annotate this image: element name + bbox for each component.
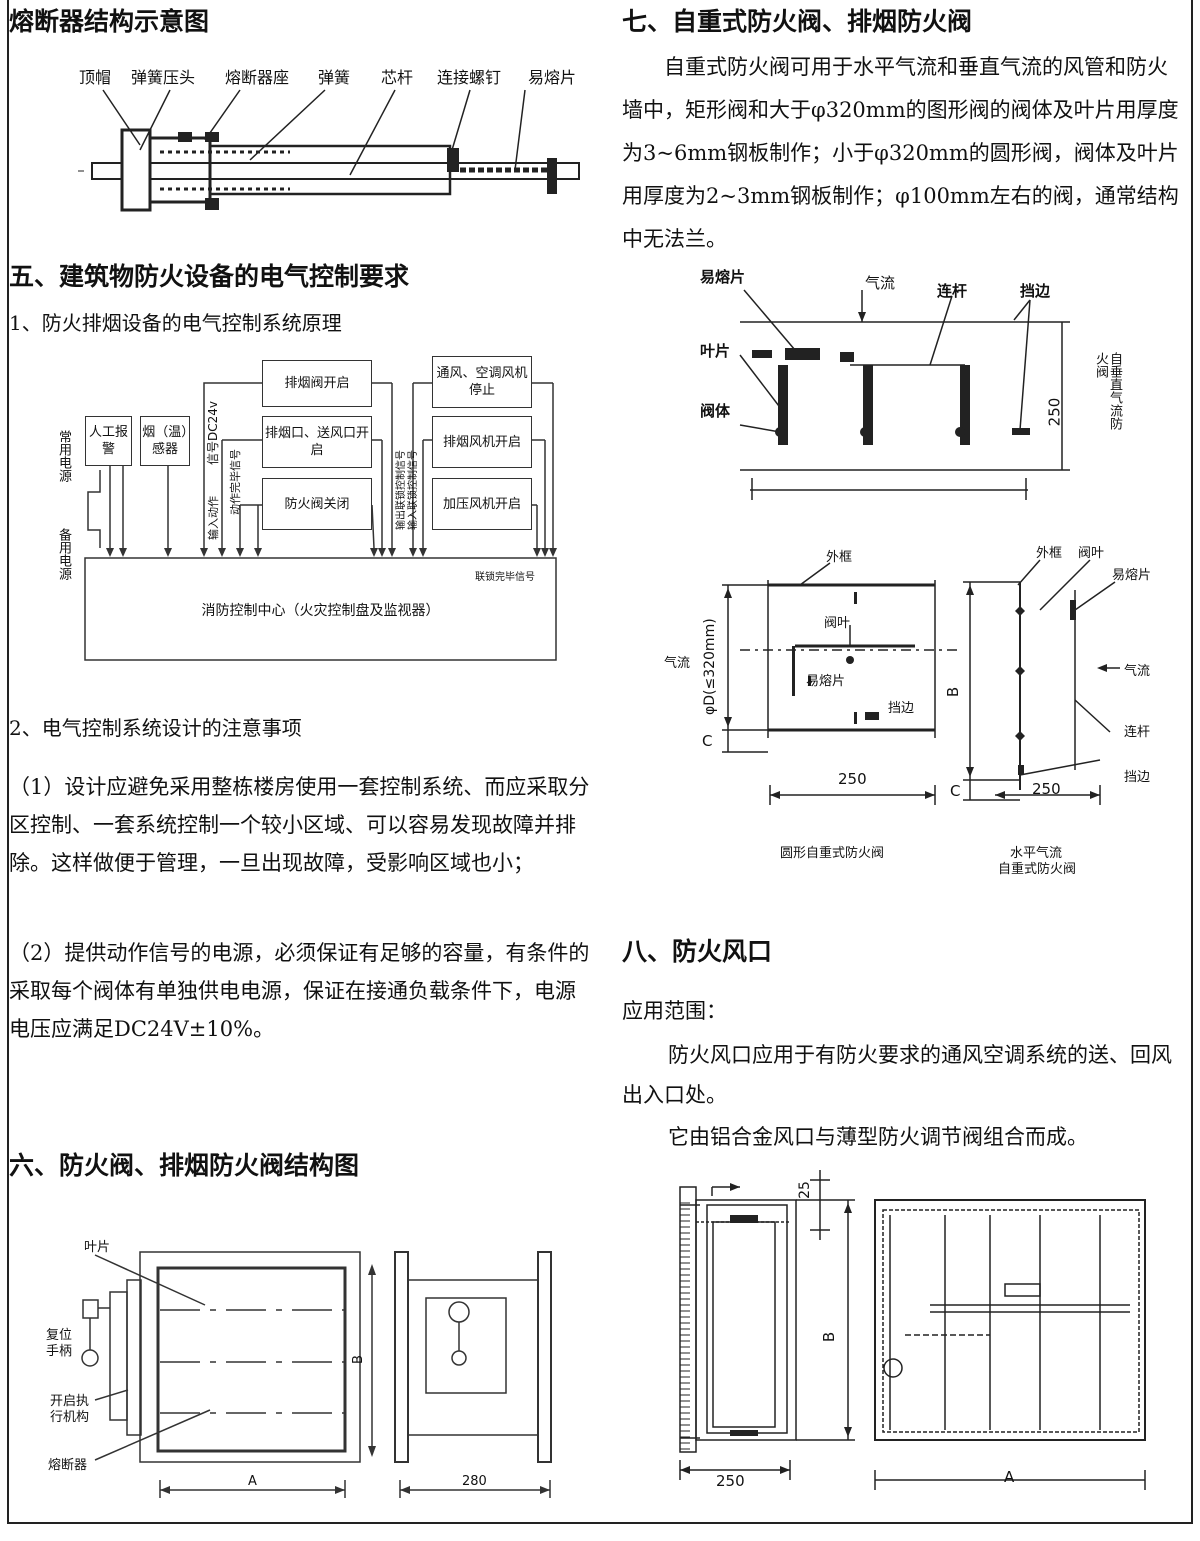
section5-title: 五、建筑物防火设备的电气控制要求 [9,262,410,291]
horiz-label-airflow: 气流 [1124,664,1151,679]
fuse-label-fusible: 易熔片 [528,68,577,87]
section7-title: 七、自重式防火阀、排烟防火阀 [622,7,973,36]
horiz-dim-250: 250 [1032,780,1061,798]
horiz-label-fusible: 易熔片 [1112,568,1152,583]
vent-dim-25: 25 [796,1181,813,1199]
vent-dim-250: 250 [716,1472,745,1490]
vertical-label-stop-edge: 挡边 [1020,282,1051,300]
box-exhaust-valve-open: 排烟阀开启 [262,360,372,407]
round-label-stop-edge: 挡边 [888,701,915,716]
box-smoke-sensor: 烟（温）感器 [140,416,190,466]
caption-horiz-2: 自重式防火阀 [998,862,1077,877]
box-fire-damper-close: 防火阀关闭 [262,478,372,530]
vertical-label-airflow: 气流 [865,274,896,292]
fuse-label-spring: 弹簧 [318,68,351,87]
horiz-label-stop-edge: 挡边 [1124,770,1151,785]
vertical-label-link-rod: 连杆 [937,282,968,300]
horiz-dim-C: C [950,782,961,800]
box-exhaust-port-open: 排烟口、送风口开启 [262,416,372,468]
box-fire-control-center: 消防控制中心（火灾控制盘及监视器） [201,603,440,619]
horiz-label-link-rod: 连杆 [1124,725,1151,740]
vertical-label-blade: 叶片 [700,342,731,360]
damper-label-actuator: 开启执行机构 [50,1394,90,1425]
round-dim-C: C [702,732,713,750]
caption-round-damper: 圆形自重式防火阀 [780,846,885,861]
section8-para1: 防火风口应用于有防火要求的通风空调系统的送、回风出入口处。 [622,1043,1172,1107]
label-normal-power: 常用电源 [56,430,71,482]
damper-dim-A: A [248,1474,257,1489]
fuse-label-cap: 顶帽 [79,68,112,87]
round-label-airflow: 气流 [664,656,691,671]
round-label-fusible: 易熔片 [806,674,846,689]
section8-title: 八、防火风口 [622,937,773,966]
fuse-label-spring-press: 弹簧压头 [131,68,196,87]
box-press-fan-on: 加压风机开启 [432,478,532,530]
label-link-done: 联锁完毕信号 [475,572,535,583]
section6-title: 六、防火阀、排烟防火阀结构图 [9,1151,360,1180]
section7-para: 自重式防火阀可用于水平气流和垂直气流的风管和防火墙中，矩形阀和大于φ320mm的… [622,55,1179,251]
round-dim-250: 250 [838,770,867,788]
damper-label-blade: 叶片 [84,1240,111,1255]
section8-scope: 应用范围： [622,999,727,1023]
vent-dim-B: B [820,1331,839,1343]
vent-dim-A: A [1004,1468,1015,1486]
box-ac-stop: 通风、空调风机停止 [432,356,532,408]
damper-dim-280: 280 [462,1474,487,1489]
horiz-label-outer-frame: 外框 [1036,546,1063,561]
section5-sub2: 2、电气控制系统设计的注意事项 [9,716,302,740]
round-label-outer-frame: 外框 [826,550,853,565]
section5-para1: （1）设计应避免采用整栋楼房使用一套控制系统、而应采取分区控制、一套系统控制一个… [9,775,590,875]
fuse-diagram-title: 熔断器结构示意图 [9,7,210,36]
section5-sub1: 1、防火排烟设备的电气控制系统原理 [9,311,342,335]
page-frame [7,0,1193,1524]
vertical-label-fusible: 易熔片 [700,268,746,286]
fuse-label-screw: 连接螺钉 [437,68,502,87]
caption-horiz-1: 水平气流 [1010,846,1063,861]
vertical-label-body: 阀体 [700,402,731,420]
damper-label-fuse: 熔断器 [48,1458,88,1473]
round-label-valve-blade: 阀叶 [824,616,851,631]
section8-para2: 它由铝合金风口与薄型防火调节阀组合而成。 [668,1125,1088,1149]
vertical-damper-title: 自垂直气流防火阀 [1093,352,1122,430]
fuse-label-core-rod: 芯杆 [381,68,414,87]
label-backup-power: 备用电源 [56,528,71,580]
box-exhaust-fan-on: 排烟风机开启 [432,416,532,468]
section5-para2: （2）提供动作信号的电源，必须保证有足够的容量，有条件的采取每个阀体有单独供电电… [9,941,590,1041]
horiz-label-valve-blade: 阀叶 [1078,546,1105,561]
damper-label-reset-handle: 复位手柄 [46,1328,73,1359]
fuse-label-holder: 熔断器座 [225,68,290,87]
box-manual-alarm: 人工报警 [85,416,132,466]
